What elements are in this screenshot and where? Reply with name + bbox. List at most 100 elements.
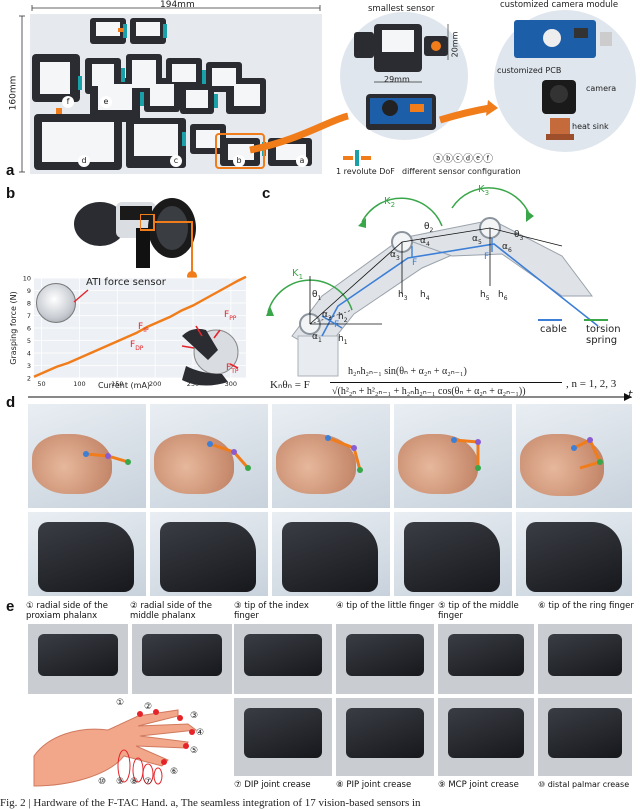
caption-point-2: ② radial side of the middle phalanx — [130, 601, 213, 621]
sensor-array-illustration — [32, 18, 312, 170]
human-grasp-frame-1 — [28, 404, 146, 508]
caption-point-6: ⑥ tip of the ring finger — [538, 601, 634, 611]
sensor-config-badge-a: a — [296, 155, 308, 167]
hand-point-8: ⑧ — [130, 777, 139, 787]
robot-grasp-frame-1 — [28, 512, 146, 596]
smallest-sensor-label: smallest sensor — [368, 4, 435, 14]
robot-grasp-frame-3 — [272, 512, 390, 596]
hand-point-9: ⑨ — [116, 777, 125, 787]
hand-point-1: ① — [116, 698, 125, 708]
touch-photo-10 — [538, 698, 632, 776]
chart-y-label: Grasping force (N) — [9, 291, 18, 364]
touch-photo-5 — [438, 624, 534, 694]
human-grasp-frame-5 — [516, 404, 632, 508]
sensor-config-badge-c: c — [170, 155, 182, 167]
robot-grasp-frame-2 — [150, 512, 268, 596]
chart-y-tick-label: 5 — [27, 337, 31, 345]
chart-y-tick-label: 7 — [27, 312, 31, 320]
label-h1: h1 — [338, 334, 348, 346]
label-h4: h4 — [420, 290, 430, 302]
equation-numerator: h₂ₙh₂ₙ₋₁ sin(θₙ + α₂ₙ + α₂ₙ₋₁) — [348, 366, 467, 377]
touch-photo-7 — [234, 698, 332, 776]
robot-grasp-frame-5 — [516, 512, 632, 596]
label-force-2: F — [412, 258, 418, 268]
label-k2: K2 — [384, 196, 396, 209]
human-grasp-frame-3 — [272, 404, 390, 508]
label-force-1: F — [334, 320, 340, 330]
chart-y-tick-label: 6 — [27, 325, 31, 333]
hand-point-4: ④ — [196, 728, 205, 738]
touch-photo-6 — [538, 624, 632, 694]
photo-chart-connector — [140, 214, 197, 280]
force-label-pp: FPP — [224, 310, 237, 322]
camera-label: camera — [586, 84, 617, 93]
caption-point-4: ④ tip of the little finger — [336, 601, 435, 611]
chart-y-tick-label: 4 — [27, 350, 31, 358]
dimension-lines — [19, 5, 321, 173]
label-k1: K1 — [292, 268, 304, 281]
custom-pcb-label: customized PCB — [497, 66, 562, 75]
label-h3: h3 — [398, 290, 408, 302]
touch-photo-3 — [234, 624, 332, 694]
dimension-height-label: 160mm — [8, 75, 19, 111]
caption-point-3: ③ tip of the index finger — [234, 601, 309, 621]
force-label-dp: FDP — [130, 340, 144, 352]
caption-point-9: ⑨ MCP joint crease — [438, 780, 519, 790]
touch-photo-4 — [336, 624, 434, 694]
hand-point-6: ⑥ — [170, 767, 179, 777]
human-grasp-frame-4 — [394, 404, 512, 508]
sensor-config-badge-d: d — [78, 155, 90, 167]
finger-on-force-sensor-photo — [56, 188, 196, 268]
label-theta1: θ1 — [312, 290, 322, 302]
human-grasp-frame-2 — [150, 404, 268, 508]
ati-sensor-label: ATI force sensor — [86, 277, 166, 288]
label-h2: h2 — [338, 312, 348, 324]
chart-x-tick-label: 150 — [111, 380, 123, 388]
touch-photo-2 — [132, 624, 232, 694]
caption-point-1: ① radial side of the proxiam phalanx — [26, 601, 109, 621]
equation-fraction-bar — [330, 382, 562, 383]
equation-denominator: √(h²₂ₙ + h²₂ₙ₋₁ + h₂ₙh₂ₙ₋₁ cos(θₙ + α₂ₙ … — [332, 386, 526, 397]
config-legend-symbols: ⓐⓑⓒⓓⓔⓕ — [433, 154, 493, 165]
chart-x-tick-label: 300 — [225, 380, 237, 388]
chart-y-tick-label: 2 — [27, 375, 31, 383]
chart-y-tick-label: 8 — [27, 300, 31, 308]
panel-letter-a: a — [6, 162, 15, 179]
panel-letter-b: b — [6, 185, 16, 202]
hand-point-5: ⑤ — [190, 746, 199, 756]
heat-sink-label: heat sink — [572, 122, 609, 131]
force-label-ip: FIP — [138, 322, 149, 334]
label-alpha6: α6 — [502, 242, 512, 254]
config-legend-label: different sensor configuration — [402, 167, 521, 176]
label-h5: h5 — [480, 290, 490, 302]
dimension-width-label: 194mm — [160, 0, 195, 10]
sensor-config-badge-f: f — [62, 96, 74, 108]
time-axis-label: t — [628, 388, 633, 401]
force-label-tp: FTP — [226, 363, 239, 375]
torque-equation: Kₙθₙ = F h₂ₙh₂ₙ₋₁ sin(θₙ + α₂ₙ + α₂ₙ₋₁) … — [270, 366, 640, 406]
ati-sensor-illustration — [36, 283, 76, 323]
dimension-20mm-label: 20mm — [450, 31, 460, 58]
dimension-29mm-label: 29mm — [384, 75, 410, 84]
hand-point-2: ② — [144, 702, 153, 712]
hand-point-7: ⑦ — [144, 777, 153, 787]
label-k3: K3 — [478, 184, 490, 197]
chart-y-tick-label: 10 — [23, 276, 31, 283]
finger-mechanics-diagram — [266, 187, 608, 377]
label-alpha5: α5 — [472, 234, 482, 246]
label-alpha4: α4 — [420, 236, 430, 248]
robot-grasp-frame-4 — [394, 512, 512, 596]
panel-letter-d: d — [6, 394, 16, 411]
label-alpha3: α3 — [390, 250, 400, 262]
equation-lhs: Kₙθₙ = F — [270, 379, 310, 391]
label-force-3: F — [484, 252, 490, 262]
hand-point-10: ⑩ — [98, 777, 107, 787]
chart-x-tick-label: 100 — [73, 380, 85, 388]
touch-photo-1 — [28, 624, 128, 694]
time-axis-arrow — [28, 393, 632, 401]
zoom-arrow — [249, 100, 498, 154]
equation-n-values: , n = 1, 2, 3 — [566, 378, 617, 390]
chart-x-tick-label: 200 — [149, 380, 161, 388]
chart-y-tick-label: 3 — [27, 362, 31, 370]
chart-series-line — [33, 276, 247, 378]
